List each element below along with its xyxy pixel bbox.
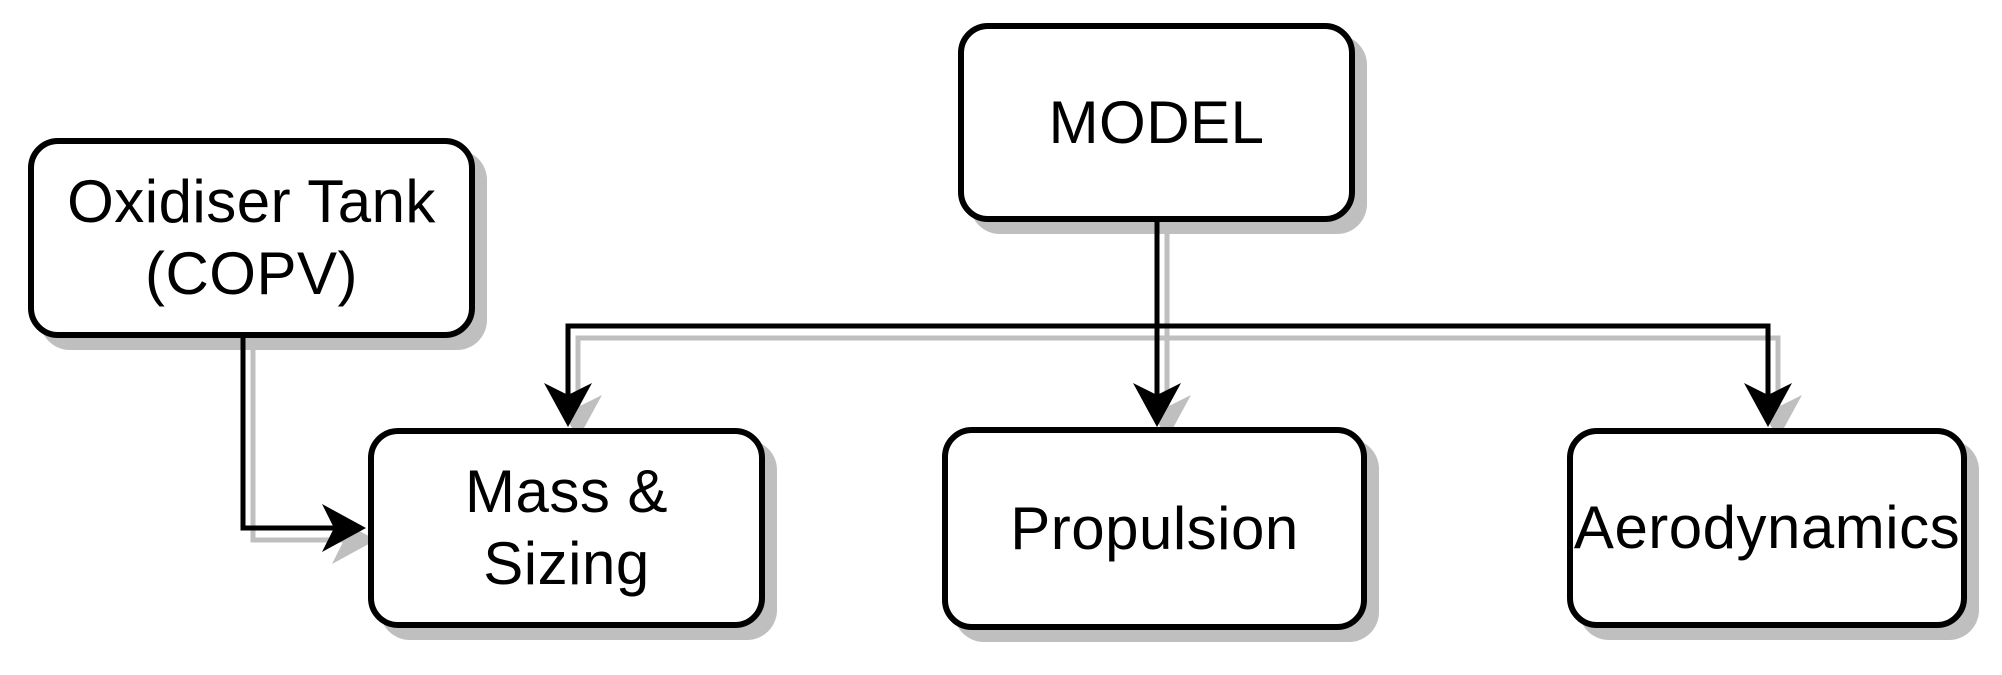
edge-model-to-mass-shadow — [554, 234, 1170, 439]
edge-oxidiser-to-mass — [240, 338, 366, 552]
node-oxidiser-tank: Oxidiser Tank (COPV) — [28, 138, 475, 338]
edge-model-to-aerodynamics-shadow — [1164, 234, 1802, 439]
node-label: Oxidiser Tank (COPV) — [67, 168, 436, 307]
node-label: Propulsion — [1010, 494, 1299, 562]
edge-model-to-mass — [544, 222, 1160, 427]
edge-oxidiser-to-mass-shadow — [250, 350, 376, 564]
edge-oxidiser-to-mass-arrowhead — [322, 504, 366, 552]
edge-model-to-mass-arrowhead — [544, 383, 592, 427]
edge-model-to-propulsion — [1133, 222, 1181, 427]
node-propulsion: Propulsion — [942, 427, 1367, 630]
edge-model-to-propulsion-shadow — [1143, 234, 1191, 439]
node-label: MODEL — [1048, 88, 1265, 156]
edge-model-to-propulsion-arrowhead — [1133, 383, 1181, 427]
edge-model-to-aerodynamics-arrowhead — [1744, 383, 1792, 427]
node-model: MODEL — [958, 23, 1355, 222]
node-mass-sizing: Mass & Sizing — [368, 428, 765, 628]
edge-model-to-aerodynamics — [1154, 222, 1792, 427]
node-aerodynamics: Aerodynamics — [1567, 428, 1967, 628]
node-label: Mass & Sizing — [464, 458, 669, 597]
node-label: Aerodynamics — [1573, 494, 1961, 561]
